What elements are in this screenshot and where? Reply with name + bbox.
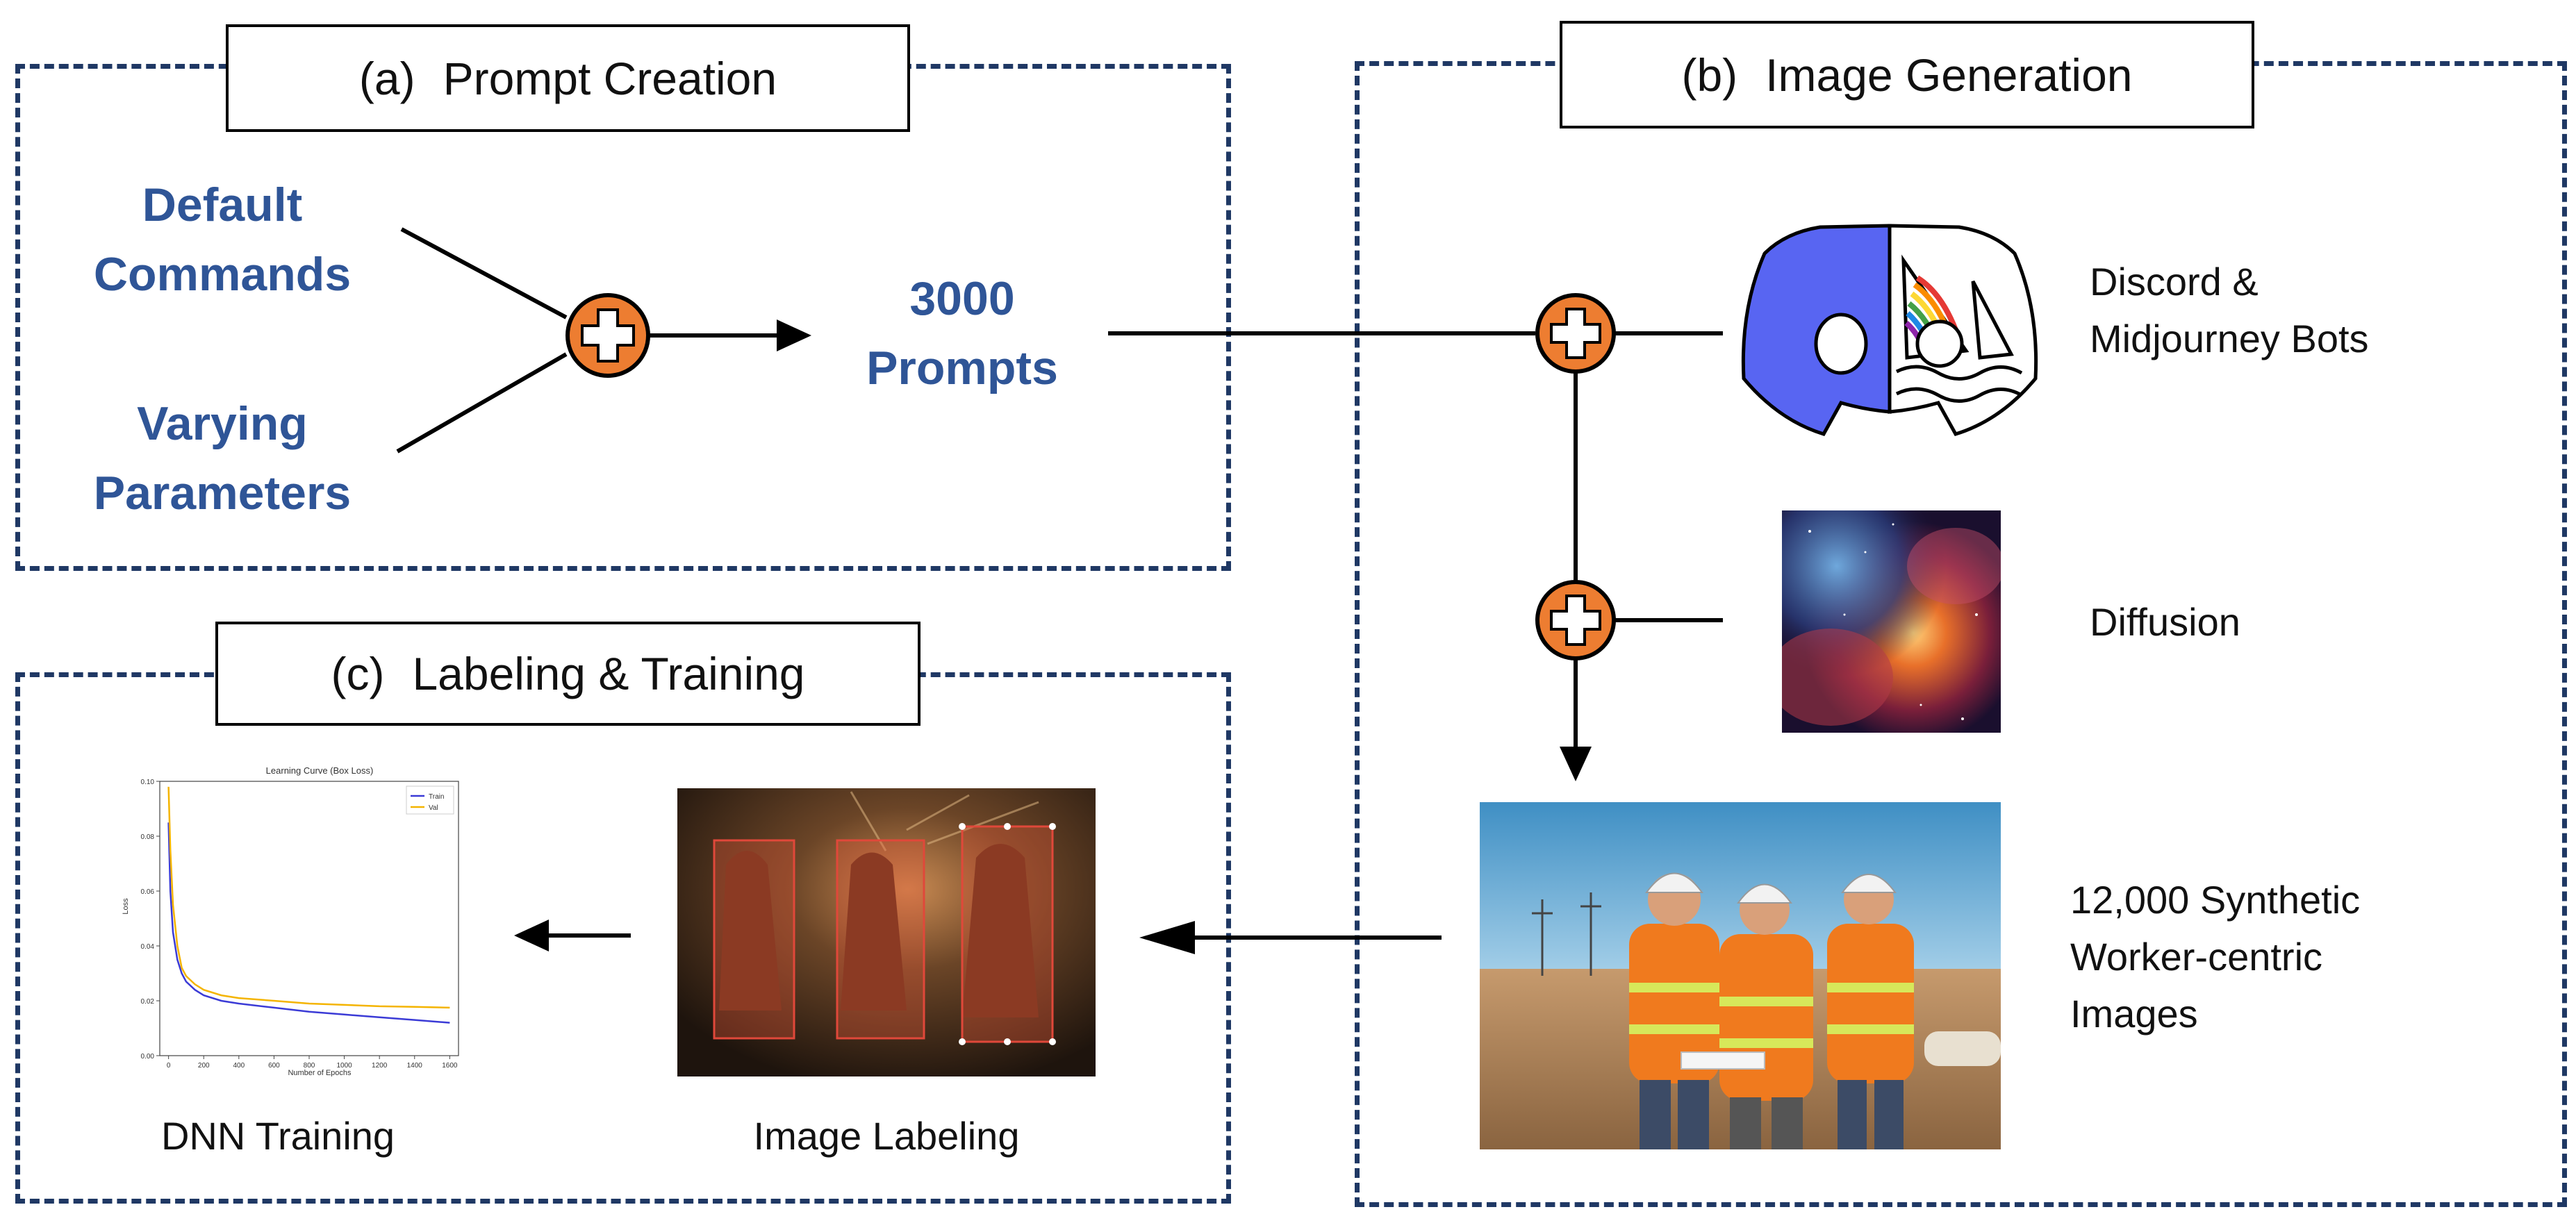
default-commands-label: Default Commands xyxy=(83,170,361,309)
x-tick-label: 200 xyxy=(198,1062,210,1070)
labeling-training-text: Labeling & Training xyxy=(412,648,805,699)
prompt-creation-text: Prompt Creation xyxy=(443,52,777,104)
synthetic-images-line1: 12,000 Synthetic xyxy=(2070,878,2361,922)
varying-parameters-line2: Parameters xyxy=(93,467,352,519)
discord-midjourney-icon xyxy=(1741,224,2038,436)
x-tick-label: 600 xyxy=(268,1062,280,1070)
arrow-to-prompts-icon xyxy=(777,319,811,351)
labeling-training-title: (c) Labeling & Training xyxy=(215,622,920,726)
bounding-box xyxy=(713,839,795,1040)
y-tick-label: 0.00 xyxy=(141,1053,155,1061)
y-tick-label: 0.04 xyxy=(141,943,155,951)
arrow-down-to-synthetic-icon xyxy=(1560,747,1592,781)
y-tick-label: 0.06 xyxy=(141,888,155,896)
chart-ticks: 0 200 400 600 800 1000 1200 1400 1600 0.00 0.02 0.0… xyxy=(141,779,458,1070)
x-tick-label: 0 xyxy=(167,1062,171,1070)
prompt-creation-title: (a) Prompt Creation xyxy=(226,24,910,132)
plus-circle-icon xyxy=(1535,580,1616,660)
default-commands-line1: Default xyxy=(142,178,303,231)
bbox-handles xyxy=(959,823,1056,1045)
x-tick-label: 1200 xyxy=(372,1062,388,1070)
chart-plot-area xyxy=(159,781,459,1056)
chart-ylabel: Loss xyxy=(122,898,130,915)
discord-midjourney-label: Discord & Midjourney Bots xyxy=(2090,253,2369,367)
x-tick-label: 1600 xyxy=(442,1062,458,1070)
synthetic-images-line3: Images xyxy=(2070,992,2198,1036)
image-generation-title: (b) Image Generation xyxy=(1560,21,2254,128)
prompts-count-label: 3000 Prompts xyxy=(823,264,1101,403)
prompt-creation-tag: (a) xyxy=(358,52,415,104)
synthetic-images-label: 12,000 Synthetic Worker-centric Images xyxy=(2070,872,2360,1042)
series-line-val xyxy=(167,786,450,1009)
x-tick-label: 1400 xyxy=(407,1062,423,1070)
diffusion-label: Diffusion xyxy=(2090,600,2240,644)
arrowheads xyxy=(514,319,1592,954)
worker-figure xyxy=(1629,872,1719,1149)
y-tick-label: 0.02 xyxy=(141,998,155,1006)
x-tick-label: 400 xyxy=(233,1062,245,1070)
default-commands-line2: Commands xyxy=(93,248,352,301)
discord-midjourney-line1: Discord & xyxy=(2090,260,2259,304)
series-line-train xyxy=(167,822,450,1024)
chart-title: Learning Curve (Box Loss) xyxy=(266,765,374,776)
connector-lines xyxy=(396,227,1723,940)
midjourney-sailboat-icon xyxy=(1888,224,2038,436)
worker-figure xyxy=(1827,874,1914,1149)
prompts-count-line2: Prompts xyxy=(866,342,1058,394)
y-tick-label: 0.08 xyxy=(141,833,155,841)
image-generation-text: Image Generation xyxy=(1765,49,2133,101)
arrow-to-training-icon xyxy=(514,920,549,951)
diffusion-nebula-image xyxy=(1782,510,2001,733)
chart-series xyxy=(167,786,450,1024)
chart-xlabel: Number of Epochs xyxy=(288,1069,352,1076)
bbox-fills xyxy=(714,826,1052,1042)
synthetic-workers-image xyxy=(1480,802,2001,1149)
discord-midjourney-line2: Midjourney Bots xyxy=(2090,317,2369,360)
varying-parameters-line xyxy=(396,352,568,454)
varying-parameters-line1: Varying xyxy=(137,397,308,450)
labeled-tunnel-image xyxy=(677,788,1096,1076)
x-tick-label: 800 xyxy=(304,1062,315,1070)
plus-circle-icon xyxy=(565,293,650,378)
legend-label: Val xyxy=(429,804,438,812)
arrow-to-labeling-icon xyxy=(1139,921,1195,954)
x-tick-label: 1000 xyxy=(336,1062,352,1070)
legend-label: Train xyxy=(429,793,444,801)
varying-parameters-label: Varying Parameters xyxy=(83,389,361,528)
prompts-count-line1: 3000 xyxy=(909,272,1015,325)
bounding-box xyxy=(836,839,925,1040)
default-commands-line xyxy=(400,227,568,319)
labeling-training-tag: (c) xyxy=(331,648,385,699)
learning-curve-chart: Learning Curve (Box Loss) Loss Number of… xyxy=(122,765,459,1076)
synthetic-images-line2: Worker-centric xyxy=(2070,935,2323,979)
image-labeling-label: Image Labeling xyxy=(753,1114,1020,1158)
image-generation-tag: (b) xyxy=(1681,49,1738,101)
worker-figure xyxy=(1681,883,1813,1149)
discord-icon xyxy=(1741,224,1892,436)
dnn-training-label: DNN Training xyxy=(160,1114,395,1158)
legend-box xyxy=(406,785,454,815)
plus-circle-icon xyxy=(1535,293,1616,374)
y-tick-label: 0.10 xyxy=(141,779,155,786)
